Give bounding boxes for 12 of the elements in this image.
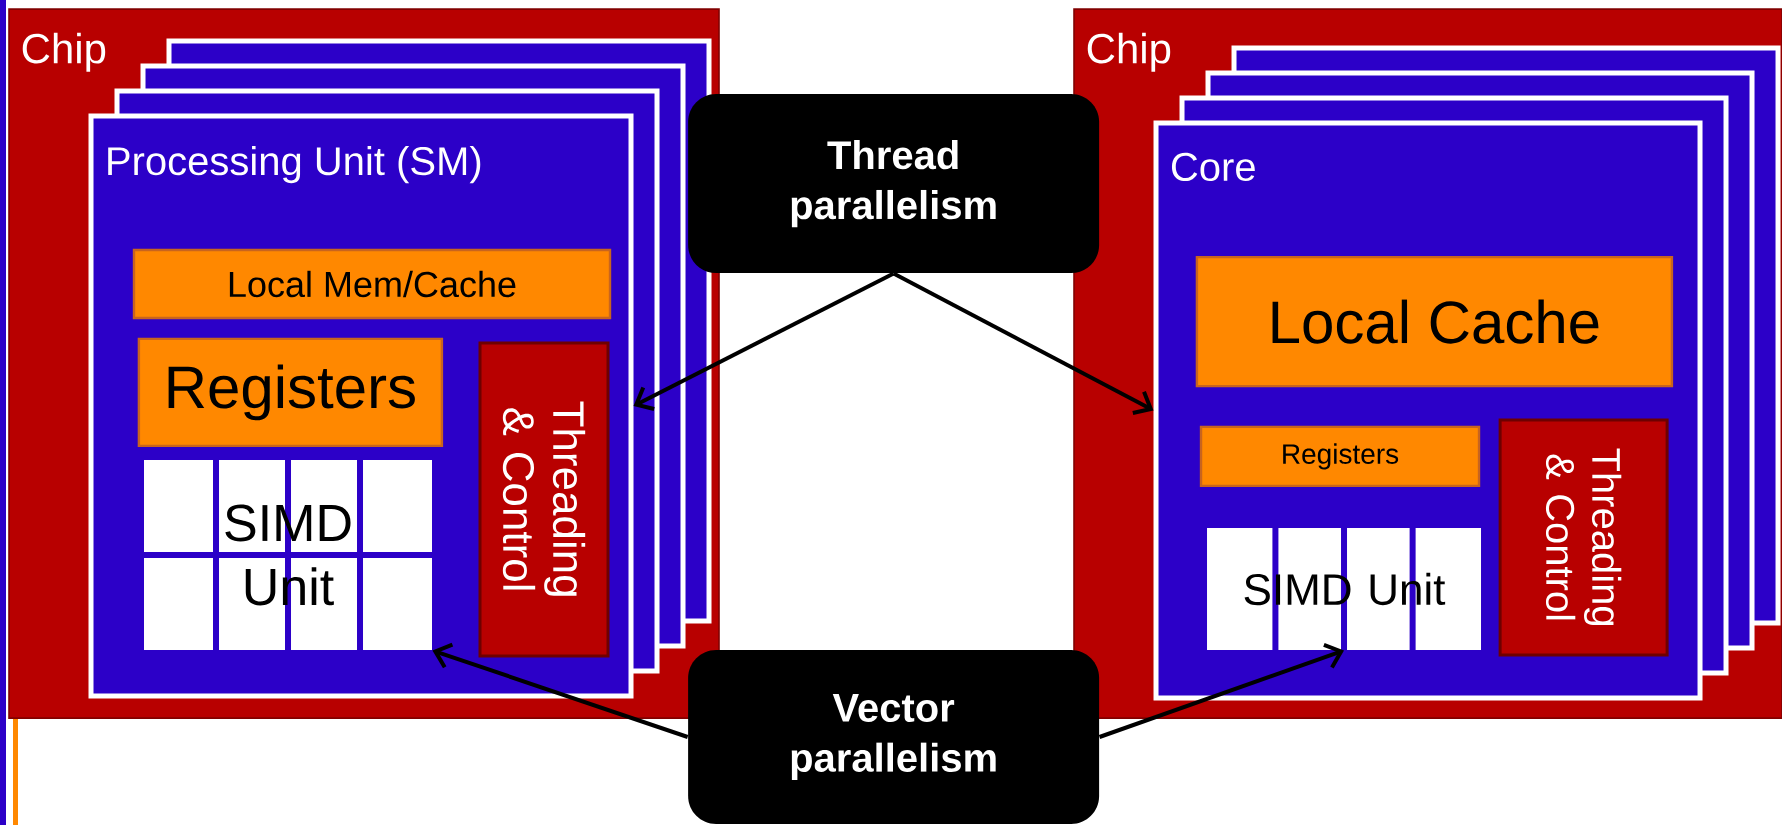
arrow [633,271,895,411]
control-box: Threading & Control [478,341,610,658]
control-box: Threading & Control [1498,418,1669,657]
callout-box: Vector parallelism [688,650,1100,824]
memory-box: Local Cache [1195,255,1674,388]
callout-box: Thread parallelism [688,94,1100,274]
memory-box: Registers [1199,425,1481,488]
memory-box: Local Mem/Cache [132,248,612,320]
memory-box: Registers [137,337,444,448]
arrow [432,642,689,739]
arrow [1098,642,1344,739]
arrow [892,271,1154,416]
